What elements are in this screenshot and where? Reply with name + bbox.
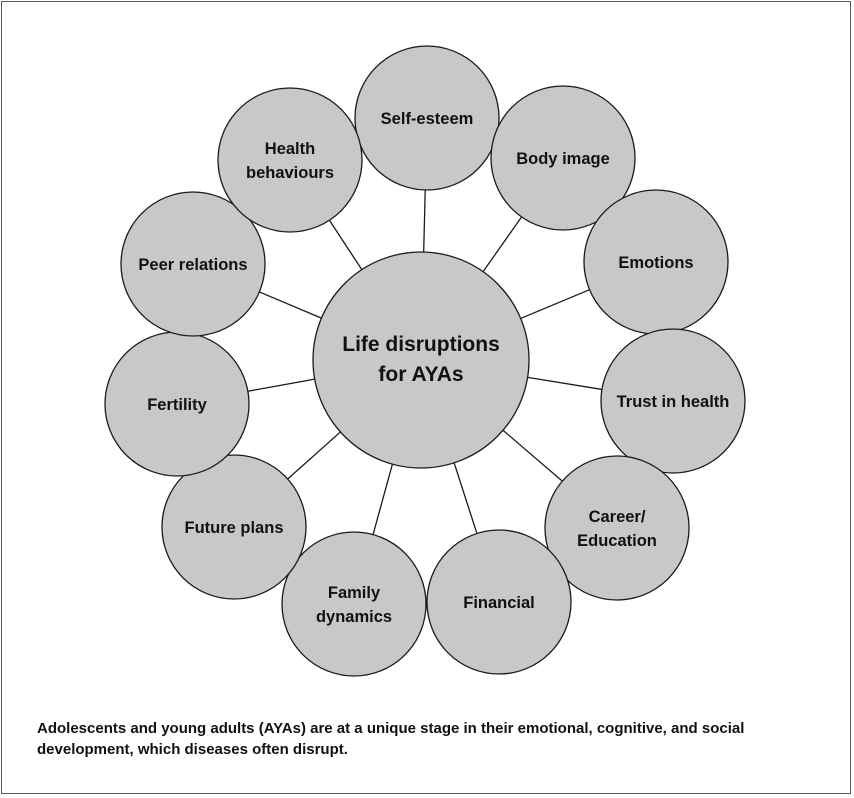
node-career-education: Career/Education	[544, 455, 690, 601]
node-financial-label-line: Financial	[463, 594, 535, 612]
node-circle	[354, 45, 500, 191]
connector-fertility	[247, 378, 315, 392]
center-label-line: for AYAs	[378, 363, 463, 386]
node-future-plans-label-line: Future plans	[184, 519, 283, 537]
connectors	[247, 189, 603, 535]
node-trust-in-health-label-line: Trust in health	[617, 393, 730, 411]
node-peer-relations-label-line: Peer relations	[138, 256, 247, 274]
node-body-image: Body image	[490, 85, 636, 231]
connector-health-behaviours	[328, 219, 363, 271]
node-emotions-label-line: Emotions	[618, 254, 693, 272]
center-node: Life disruptions for AYAs	[312, 251, 530, 469]
node-self-esteem: Self-esteem	[354, 45, 500, 191]
figure-caption: Adolescents and young adults (AYAs) are …	[37, 720, 745, 758]
node-self-esteem-label-line: Self-esteem	[381, 110, 474, 128]
node-health-behaviours: Health behaviours	[217, 87, 363, 233]
connector-emotions	[520, 289, 590, 320]
node-circle	[490, 85, 636, 231]
connector-self-esteem	[423, 189, 426, 253]
connector-family-dynamics	[372, 463, 394, 535]
connector-future-plans	[287, 431, 341, 480]
connector-trust-in-health	[527, 376, 603, 391]
node-emotions: Emotions	[583, 189, 729, 335]
node-body-image-label-line: Body image	[516, 150, 610, 168]
node-circle	[544, 455, 690, 601]
node-circle	[161, 454, 307, 600]
connector-career-education	[502, 429, 563, 482]
node-fertility: Fertility	[104, 331, 250, 477]
center-circle	[312, 251, 530, 469]
node-circle	[426, 529, 572, 675]
node-health-behaviours-label-line: behaviours	[246, 164, 334, 182]
node-family-dynamics-label-line: dynamics	[316, 608, 392, 626]
node-health-behaviours-label-line: Health	[265, 140, 315, 158]
node-circle	[217, 87, 363, 233]
node-trust-in-health: Trust in health	[600, 328, 746, 474]
node-future-plans: Future plans	[161, 454, 307, 600]
connector-body-image	[482, 216, 523, 273]
node-circle	[600, 328, 746, 474]
connector-peer-relations	[259, 291, 322, 319]
node-circle	[281, 531, 427, 677]
node-fertility-label-line: Fertility	[147, 396, 207, 414]
center-label-line: Life disruptions	[342, 333, 500, 356]
node-financial: Financial	[426, 529, 572, 675]
node-career-education-label-line: Career/	[589, 508, 646, 526]
node-circle	[120, 191, 266, 337]
connector-financial	[453, 462, 478, 534]
node-family-dynamics-label-line: Family	[328, 584, 381, 602]
node-family-dynamics: Family dynamics	[281, 531, 427, 677]
node-peer-relations: Peer relations	[120, 191, 266, 337]
node-career-education-label-line: Education	[577, 532, 657, 550]
